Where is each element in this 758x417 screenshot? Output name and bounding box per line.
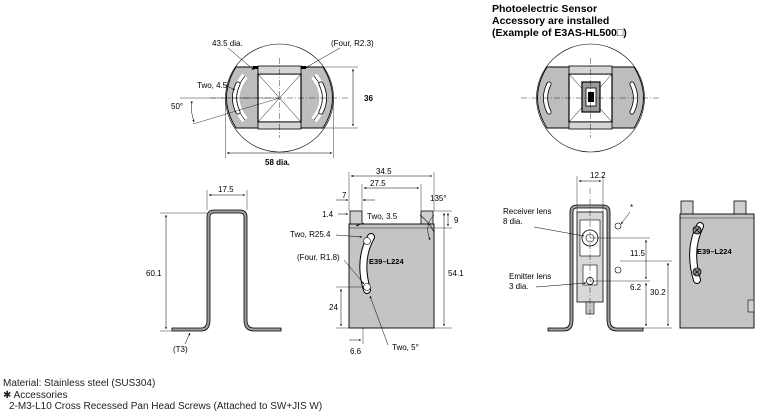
- installed-front-view: E39–L224: [679, 200, 755, 329]
- dim-24: 24: [329, 303, 338, 312]
- title-line-3: (Example of E3AS-HL500□): [492, 27, 627, 39]
- emitter-lens-dia: 3 dia.: [509, 282, 529, 291]
- emitter-lens-label: Emitter lens: [509, 272, 551, 281]
- dim-6-2: 6.2: [630, 283, 642, 292]
- dim-135-deg: 135°: [430, 194, 447, 203]
- dim-12-2: 12.2: [590, 171, 606, 180]
- asterisk-mark: *: [630, 203, 633, 212]
- material-note: Material: Stainless steel (SUS304): [3, 378, 156, 389]
- dim-60-1: 60.1: [146, 269, 162, 278]
- dim-four-r2-3: (Four, R2.3): [331, 39, 374, 48]
- dim-17-5: 17.5: [218, 185, 234, 194]
- dim-36: 36: [364, 94, 373, 103]
- dim-t3: (T3): [173, 345, 188, 354]
- dim-two-4-5: Two, 4.5: [197, 81, 228, 90]
- dim-11-5: 11.5: [630, 249, 646, 258]
- installed-title: Photoelectric Sensor Accessory are insta…: [492, 3, 627, 39]
- u-bracket-profile: [171, 209, 282, 332]
- dim-50-deg: 50°: [171, 102, 183, 111]
- title-line-2: Accessory are installed: [492, 15, 609, 27]
- dim-two-r25-4: Two, R25.4: [290, 230, 331, 239]
- receiver-lens-label: Receiver lens: [503, 207, 551, 216]
- dim-27-5: 27.5: [370, 179, 386, 188]
- notes: Material: Stainless steel (SUS304) ✱ Acc…: [3, 378, 322, 413]
- dim-34-5: 34.5: [376, 167, 392, 176]
- accessories-note: ✱ Accessories: [3, 389, 68, 401]
- dim-54-1: 54.1: [448, 269, 464, 278]
- installed-side-view: 12.2 Receiver lens 8 dia. * 11.5 Emitter…: [503, 171, 672, 332]
- front-view: E39–L224 34.5 2: [290, 167, 464, 356]
- dim-6-6: 6.6: [350, 347, 362, 356]
- dim-58-dia: 58 dia.: [265, 158, 290, 167]
- screws-note: 2-M3-L10 Cross Recessed Pan Head Screws …: [9, 401, 323, 413]
- dim-1-4: 1.4: [322, 210, 334, 219]
- side-view: 17.5 60.1 (T3): [146, 185, 282, 354]
- installed-u-bracket: [547, 204, 644, 332]
- top-view: 43.5 dia. (Four, R2.3) Two, 4.5 50° 36 5…: [171, 39, 374, 167]
- front-label: E39–L224: [369, 257, 404, 266]
- dim-30-2: 30.2: [650, 288, 666, 297]
- installed-top-view: [521, 43, 660, 153]
- dim-two-3-5: Two, 3.5: [367, 212, 398, 221]
- dim-43-5-dia: 43.5 dia.: [212, 39, 243, 48]
- dim-four-r1-8: (Four, R1.8): [297, 253, 340, 262]
- installed-front-label: E39–L224: [697, 247, 732, 256]
- receiver-lens-dia: 8 dia.: [503, 217, 523, 226]
- title-line-1: Photoelectric Sensor: [492, 3, 597, 15]
- dim-two-5-deg: Two, 5°: [392, 343, 419, 352]
- dim-9: 9: [454, 216, 459, 225]
- dim-7: 7: [342, 191, 347, 200]
